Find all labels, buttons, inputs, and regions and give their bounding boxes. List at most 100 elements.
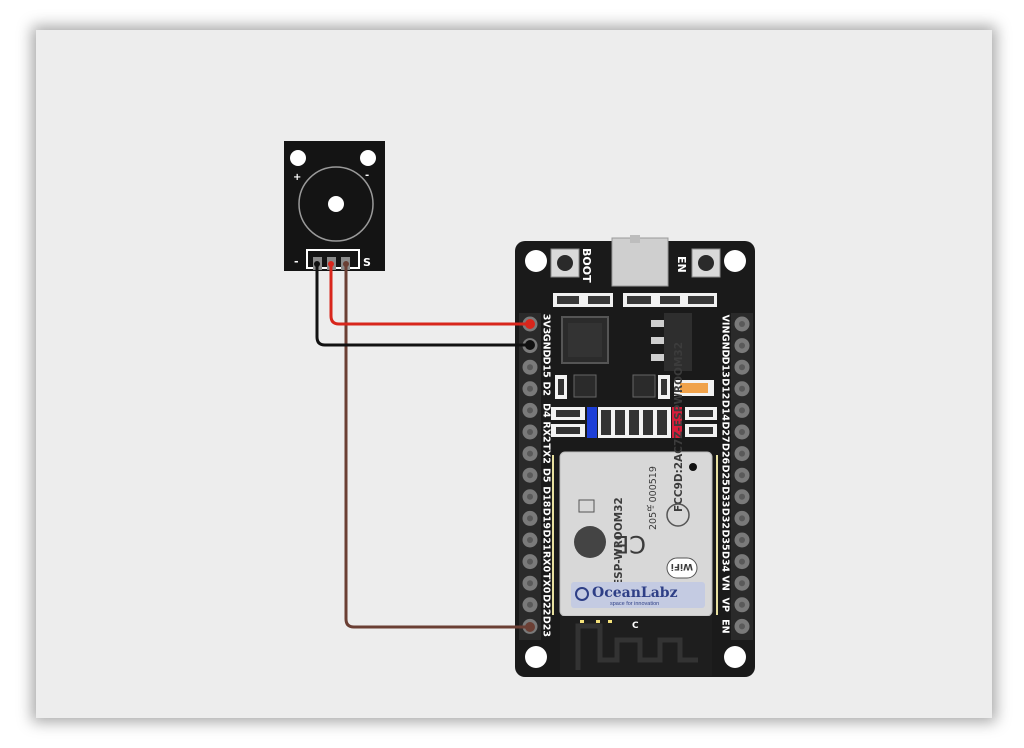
wire-vcc-3v3[interactable] (329, 265, 530, 326)
right-pin-label-1: GND (720, 334, 731, 358)
buzzer-mount-hole-left (290, 150, 306, 166)
en-reset-button[interactable] (691, 248, 721, 278)
left-pin-3-hole (527, 385, 533, 392)
right-pin-8-hole (739, 493, 745, 500)
left-pin-label-9: D19 (541, 508, 552, 529)
right-pin-9-hole (739, 515, 745, 522)
right-pin-label-10: D35 (720, 529, 731, 550)
left-pin-label-12: TX0 (541, 573, 552, 594)
wire-end-3v3 (525, 319, 535, 329)
right-pin-14-hole (739, 623, 745, 630)
module-cert-text: 205 - 000519 (648, 466, 659, 530)
right-pin-6-hole (739, 450, 745, 457)
wifi-logo-icon: WiFi (666, 557, 698, 579)
right-pin-label-4: D14 (720, 400, 731, 421)
ce-mark: CE (614, 530, 646, 558)
right-pin-label-11: D34 (720, 551, 731, 572)
right-header-pins (734, 316, 750, 634)
buzzer-mount-hole-right (360, 150, 376, 166)
right-pin-13-hole (739, 601, 745, 608)
voltage-regulator (651, 313, 692, 371)
right-pin-label-8: D33 (720, 486, 731, 507)
left-pin-2-hole (527, 364, 533, 371)
left-pin-label-14: D23 (541, 616, 552, 637)
right-pin-12-hole (739, 580, 745, 587)
left-pin-label-4: D4 (541, 403, 552, 418)
pcb-antenna (560, 616, 712, 676)
buzzer-module[interactable]: + - - S (284, 141, 385, 271)
left-pin-label-3: D2 (541, 382, 552, 397)
left-pin-label-10: D21 (541, 529, 552, 550)
right-pin-5-hole (739, 429, 745, 435)
usb-uart-chip (561, 316, 609, 364)
right-pin-label-9: D32 (720, 508, 731, 529)
right-pin-11-hole (739, 558, 745, 565)
boot-button[interactable] (550, 248, 580, 278)
left-pin-12-hole (527, 580, 533, 587)
boot-label: BOOT (580, 248, 593, 283)
wire-end-gnd-buzzer (314, 261, 320, 267)
brand-tagline: space for innovation (610, 601, 659, 607)
right-pin-10-hole (739, 537, 745, 543)
left-pin-label-11: RX0 (541, 551, 552, 573)
right-pin-label-6: D26 (720, 443, 731, 464)
module-model-text: ESP-WROOM32 (613, 497, 625, 586)
left-pin-label-7: D5 (541, 468, 552, 483)
right-pin-label-0: VIN (720, 315, 731, 334)
buzzer-outline (298, 166, 374, 242)
recycle-icon (574, 526, 606, 558)
right-pin-1-hole (739, 342, 745, 349)
left-pin-13-hole (527, 601, 533, 608)
left-pin-11-hole (527, 558, 533, 565)
antenna-mark: C (632, 621, 639, 631)
wire-end-d23 (525, 622, 535, 632)
left-pin-8-hole (527, 493, 533, 500)
left-pin-5-hole (527, 429, 533, 435)
smd-components-top (553, 293, 717, 307)
left-header-pins (522, 316, 538, 634)
left-pin-4-hole (527, 407, 533, 414)
esp32-mount-hole-br (724, 646, 746, 668)
module-fcc-text: FCC9D:2AC7Z-ESPWROOM32 (673, 342, 685, 512)
right-pin-label-7: D25 (720, 465, 731, 486)
right-pin-3-hole (739, 385, 745, 392)
left-pin-6-hole (527, 450, 533, 457)
wire-gnd[interactable] (315, 265, 530, 347)
led-blue (587, 407, 597, 438)
left-pin-label-2: D15 (541, 357, 552, 378)
wire-signal-d23[interactable] (344, 265, 530, 629)
right-pin-7-hole (739, 472, 745, 479)
esp32-mount-hole-bl (525, 646, 547, 668)
buzzer-signal-pin-label: S (363, 256, 371, 269)
left-pin-label-8: D18 (541, 486, 552, 507)
power-led (680, 383, 708, 393)
buzzer-minus-top-label: - (365, 170, 369, 181)
left-pin-label-0: 3V3 (541, 314, 552, 335)
right-pin-label-3: D12 (720, 378, 731, 399)
left-pin-label-13: D22 (541, 594, 552, 615)
module-reg-mark: R (646, 503, 652, 512)
smd-components-leds (551, 407, 717, 438)
silkscreen-dots (552, 455, 718, 615)
wire-end-gnd-esp (525, 340, 535, 350)
brand-badge (571, 582, 705, 608)
esp32-mount-hole-tr (724, 250, 746, 272)
en-label: EN (675, 256, 688, 273)
fcc-logo-icon (666, 503, 690, 527)
right-pin-labels: VINGNDD13D12D14D27D26D25D33D32D35D34VNVP… (720, 315, 731, 634)
wire-end-vcc-buzzer (328, 261, 334, 267)
workspace-canvas (36, 30, 992, 718)
buzzer-minus-pin-label: - (294, 255, 299, 268)
esp32-board[interactable]: BOOT EN (515, 235, 755, 677)
left-pin-label-1: GND (541, 334, 552, 358)
right-pin-2-hole (739, 364, 745, 371)
left-pin-7-hole (527, 472, 533, 479)
left-pin-label-6: TX2 (541, 443, 552, 463)
left-pin-labels: 3V3GNDD15D2D4RX2TX2D5D18D19D21RX0TX0D22D… (541, 314, 552, 637)
esp-wroom-32-module: FCC9D:2AC7Z-ESPWROOM32 205 - 000519 ESP-… (559, 342, 713, 617)
right-pin-label-5: D27 (720, 421, 731, 442)
usb-port[interactable] (611, 237, 669, 287)
smd-components-mid (555, 374, 714, 399)
right-pin-label-13: VP (720, 598, 731, 612)
right-pin-label-12: VN (720, 576, 731, 591)
